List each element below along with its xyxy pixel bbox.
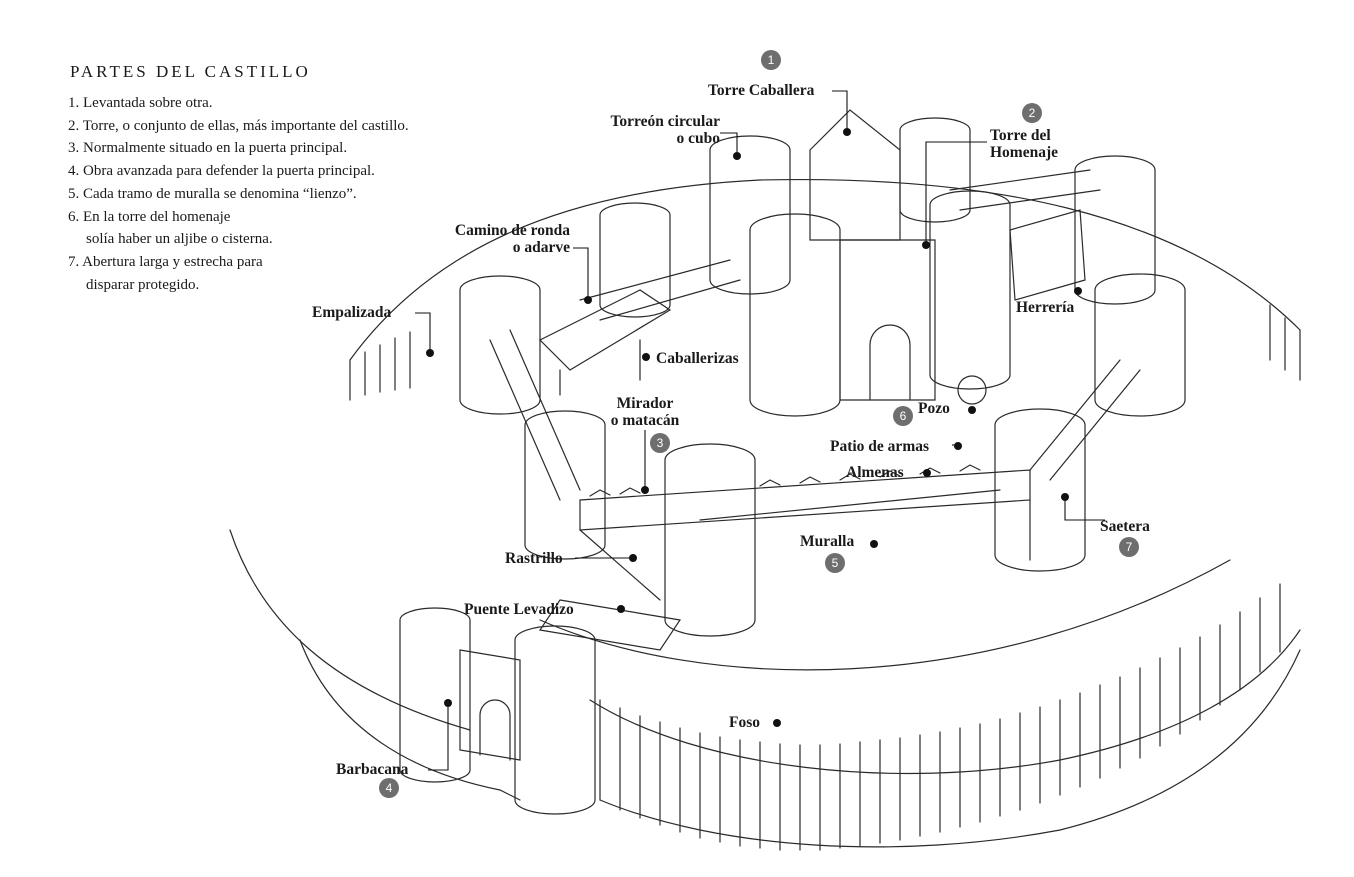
label-saetera: Saetera (1100, 518, 1150, 535)
well (957, 375, 987, 405)
badge-4: 4 (379, 778, 399, 798)
label-dots (426, 128, 1082, 727)
label-patio-de-armas: Patio de armas (830, 438, 930, 455)
leader-lines (415, 90, 1105, 771)
label-rastrillo: Rastrillo (505, 550, 563, 567)
badge-5: 5 (825, 553, 845, 573)
label-foso: Foso (729, 714, 760, 731)
label-torre-del-homenaje: Torre del Homenaje (990, 127, 1059, 161)
label-barbacana: Barbacana (336, 761, 409, 778)
label-torreon-circular: Torreón circular o cubo (610, 113, 721, 147)
legend: PARTES DEL CASTILLO 1. Levantada sobre o… (68, 62, 508, 296)
legend-item: 5. Cada tramo de muralla se denomina “li… (68, 185, 357, 202)
label-muralla: Muralla (800, 533, 855, 550)
label-caballerizas: Caballerizas (656, 350, 739, 367)
forge (1009, 209, 1086, 301)
drawbridge (538, 599, 682, 651)
label-mirador: Mirador o matacán (610, 395, 680, 429)
legend-item-continuation: solía haber un aljibe o cisterna. (86, 231, 273, 248)
towers (399, 117, 1186, 815)
legend-item: 3. Normalmente situado en la puerta prin… (68, 140, 348, 157)
barbican (459, 649, 521, 761)
keep (809, 109, 936, 401)
badge-3: 3 (650, 433, 670, 453)
moat-ground (229, 529, 1231, 731)
label-camino-de-ronda: Camino de ronda o adarve (454, 222, 570, 256)
label-pozo: Pozo (918, 400, 950, 417)
label-empalizada: Empalizada (312, 304, 392, 321)
legend-item: 2. Torre, o conjunto de ellas, más impor… (68, 117, 409, 134)
badge-2: 2 (1022, 103, 1042, 123)
legend-item: 1. Levantada sobre otra. (68, 95, 213, 111)
label-torre-caballera: Torre Caballera (708, 82, 815, 99)
label-almenas: Almenas (846, 464, 904, 481)
legend-title: PARTES DEL CASTILLO (70, 62, 311, 81)
badge-1: 1 (761, 50, 781, 70)
legend-item-continuation: disparar protegido. (86, 276, 200, 293)
legend-list: 1. Levantada sobre otra. 2. Torre, o con… (68, 92, 508, 296)
badge-6: 6 (893, 406, 913, 426)
stables (538, 289, 672, 396)
label-herreria: Herrería (1016, 299, 1075, 316)
legend-item: 4. Obra avanzada para defender la puerta… (68, 163, 375, 180)
label-puente-levadizo: Puente Levadizo (464, 601, 574, 618)
palisade (299, 178, 1301, 851)
badge-7: 7 (1119, 537, 1139, 557)
